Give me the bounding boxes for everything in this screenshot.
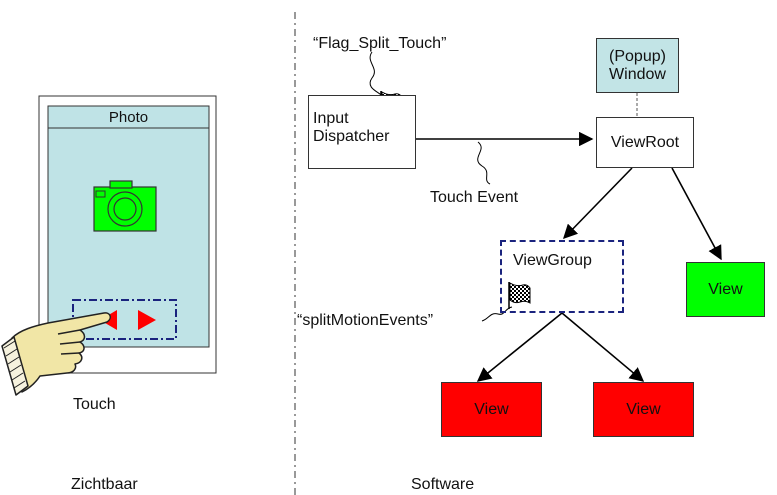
arrow-viewgroup-to-view-left: [476, 312, 563, 382]
arrow-group-outline: [72, 299, 177, 340]
popup-window-box[interactable]: (Popup) Window: [596, 38, 679, 93]
view-label: View: [626, 400, 661, 418]
viewroot-label: ViewRoot: [610, 133, 680, 151]
view-box-red-right[interactable]: View: [593, 382, 694, 437]
caption-zichtbaar: Zichtbaar: [71, 476, 138, 493]
camera-icon: [93, 180, 157, 232]
split-motion-events-label: “splitMotionEvents”: [297, 312, 434, 329]
phone-screen: [47, 127, 210, 348]
input-dispatcher-box[interactable]: Input Dispatcher: [308, 95, 416, 169]
view-box-green[interactable]: View: [686, 262, 765, 317]
arrow-viewroot-to-viewgroup: [562, 167, 633, 240]
popup-window-line2: Window: [609, 65, 666, 83]
viewroot-box[interactable]: ViewRoot: [596, 117, 694, 168]
viewgroup-label: ViewGroup: [513, 252, 592, 269]
touch-event-label: Touch Event: [430, 189, 519, 206]
phone-title: Photo: [108, 109, 149, 126]
arrow-viewroot-to-view-green: [671, 167, 722, 261]
flag-split-touch-label: “Flag_Split_Touch”: [313, 35, 447, 52]
input-dispatcher-line1: Input: [313, 110, 349, 127]
view-box-red-left[interactable]: View: [441, 382, 542, 437]
arrow-right-icon[interactable]: [138, 310, 156, 330]
caption-software: Software: [411, 476, 475, 493]
pointing-hand-icon: [1, 312, 112, 396]
input-dispatcher-line2: Dispatcher: [313, 128, 390, 145]
touch-label: Touch: [73, 396, 116, 413]
arrow-viewgroup-to-view-right: [561, 312, 645, 382]
view-label: View: [474, 400, 509, 418]
view-label: View: [708, 280, 743, 298]
touch-event-leader-line: [477, 141, 491, 185]
flag-leader-line: [369, 51, 382, 96]
viewgroup-box[interactable]: ViewGroup: [500, 240, 624, 313]
popup-window-line1: (Popup): [609, 47, 666, 65]
split-leader-line: [481, 306, 513, 322]
flag-icon: [508, 282, 531, 309]
